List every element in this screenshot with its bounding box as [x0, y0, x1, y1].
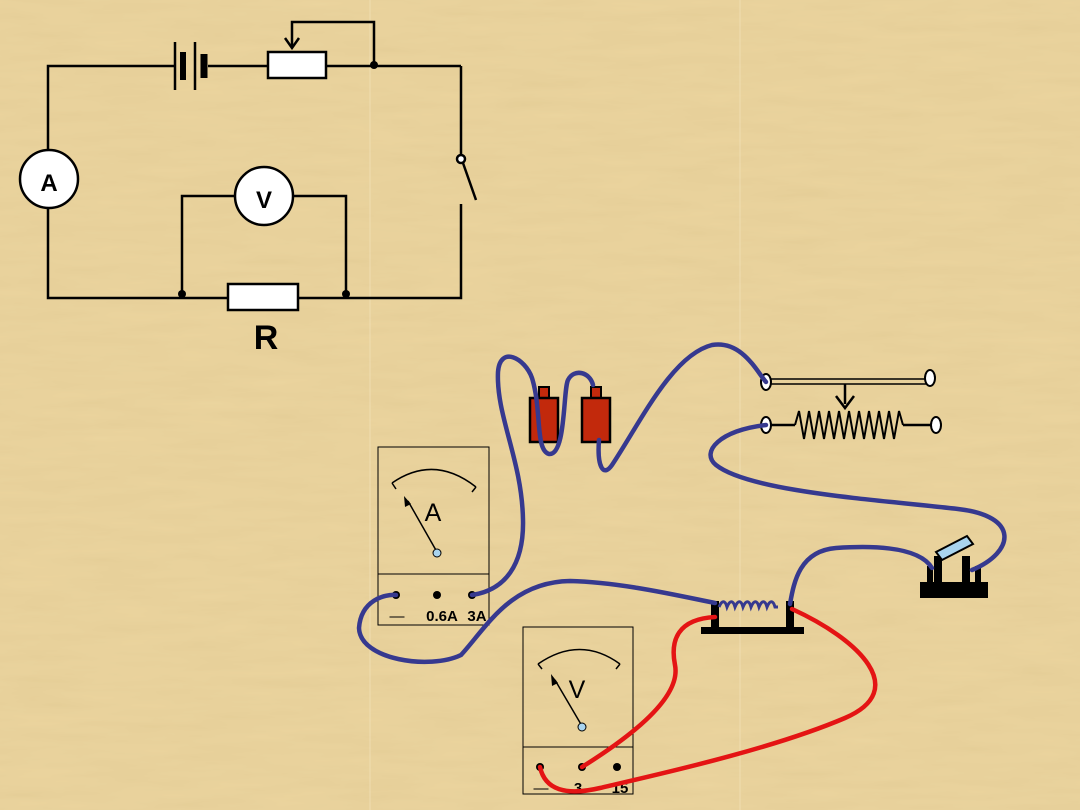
- schematic-voltmeter-branch-left: [180, 194, 236, 294]
- ammeter-needle: [407, 500, 438, 553]
- voltmeter-terminal-15[interactable]: [613, 763, 621, 771]
- knife-switch-post: [975, 566, 981, 583]
- wires-voltmeter: [537, 606, 878, 794]
- battery-icon: [173, 42, 208, 90]
- schematic-wire-bottom-left: [46, 208, 182, 300]
- voltmeter-symbol: V: [569, 676, 586, 704]
- resistor-post: [786, 601, 794, 629]
- voltmeter-scale-tick-left: [537, 663, 543, 670]
- schematic-voltmeter-symbol: V: [256, 187, 272, 214]
- ammeter-terminal-label: 0.6A: [426, 608, 458, 625]
- switch-icon: [455, 153, 478, 201]
- rheostat-terminal[interactable]: [930, 416, 942, 434]
- ammeter-scale-arc: [391, 468, 477, 488]
- wire-switch-to-resistor: [787, 544, 935, 607]
- knife-switch-post: [934, 556, 942, 583]
- rheostat-coil: [794, 410, 904, 440]
- voltmeter-scale-arc: [537, 648, 621, 665]
- ammeter-terminal-label: 3A: [467, 608, 486, 625]
- ammeter-terminal-0.6a[interactable]: [433, 591, 441, 599]
- circuit-schematic: [46, 20, 463, 300]
- battery-cell: [580, 396, 612, 444]
- resistor-coil: [717, 600, 778, 612]
- voltmeter-needle-arrow: [551, 674, 558, 686]
- sliding-rheostat: [760, 369, 942, 440]
- knife-switch-post: [962, 556, 970, 583]
- voltmeter-terminal-label: —: [534, 780, 549, 797]
- schematic-junction: [370, 61, 378, 69]
- schematic-voltmeter-branch-right: [292, 194, 348, 294]
- tile-seams: [369, 0, 741, 810]
- ammeter-scale-tick-right: [471, 486, 477, 493]
- schematic-ammeter: A: [18, 148, 80, 210]
- wire-cell-to-rheostat: [596, 342, 769, 473]
- wire-ammeter-to-cell: [469, 354, 596, 598]
- wire-resistor-to-voltmeter-3: [579, 614, 718, 770]
- resistor-icon: [226, 282, 300, 312]
- ammeter-terminal-label: —: [390, 608, 405, 625]
- battery-cell: [528, 396, 560, 444]
- wire-rheostat-to-switch: [708, 422, 1007, 573]
- ammeter-symbol: A: [425, 499, 442, 527]
- schematic-voltmeter: V: [233, 165, 295, 227]
- knife-switch-blade[interactable]: [934, 534, 975, 562]
- wire-resistor-to-voltmeter-neg: [537, 606, 878, 794]
- resistor-base: [701, 627, 804, 634]
- schematic-rheostat-wiper: [290, 20, 376, 66]
- resistor-label: R: [254, 319, 279, 357]
- knife-switch-base: [920, 582, 988, 598]
- voltmeter-icon: [233, 165, 295, 227]
- schematic-wire-top-left: [46, 64, 174, 150]
- schematic-ammeter-symbol: A: [40, 170, 57, 197]
- voltmeter-needle: [554, 679, 583, 727]
- schematic-junction: [178, 290, 186, 298]
- rheostat-icon: [266, 50, 328, 80]
- schematic-wiper-arrow: [283, 37, 301, 51]
- wires-main: [356, 342, 1007, 665]
- ammeter-icon: [18, 148, 80, 210]
- schematic-wire-right-lower: [298, 204, 463, 300]
- voltmeter-terminal-label: 3: [574, 780, 582, 797]
- rheostat-terminal[interactable]: [924, 369, 936, 387]
- ammeter-needle-pivot: [432, 548, 442, 558]
- battery-cells: [528, 386, 612, 444]
- voltmeter-needle-pivot: [577, 722, 587, 732]
- ammeter-scale-tick-left: [391, 482, 397, 490]
- knife-switch[interactable]: [920, 534, 988, 598]
- voltmeter-scale-tick-right: [615, 663, 621, 670]
- knife-switch-post: [927, 566, 933, 583]
- ammeter-needle-arrow: [404, 496, 411, 507]
- wire-resistor-to-ammeter: [356, 578, 718, 665]
- rheostat-slider-arrow[interactable]: [835, 395, 855, 411]
- voltmeter-base: [522, 746, 634, 795]
- schematic-junction: [342, 290, 350, 298]
